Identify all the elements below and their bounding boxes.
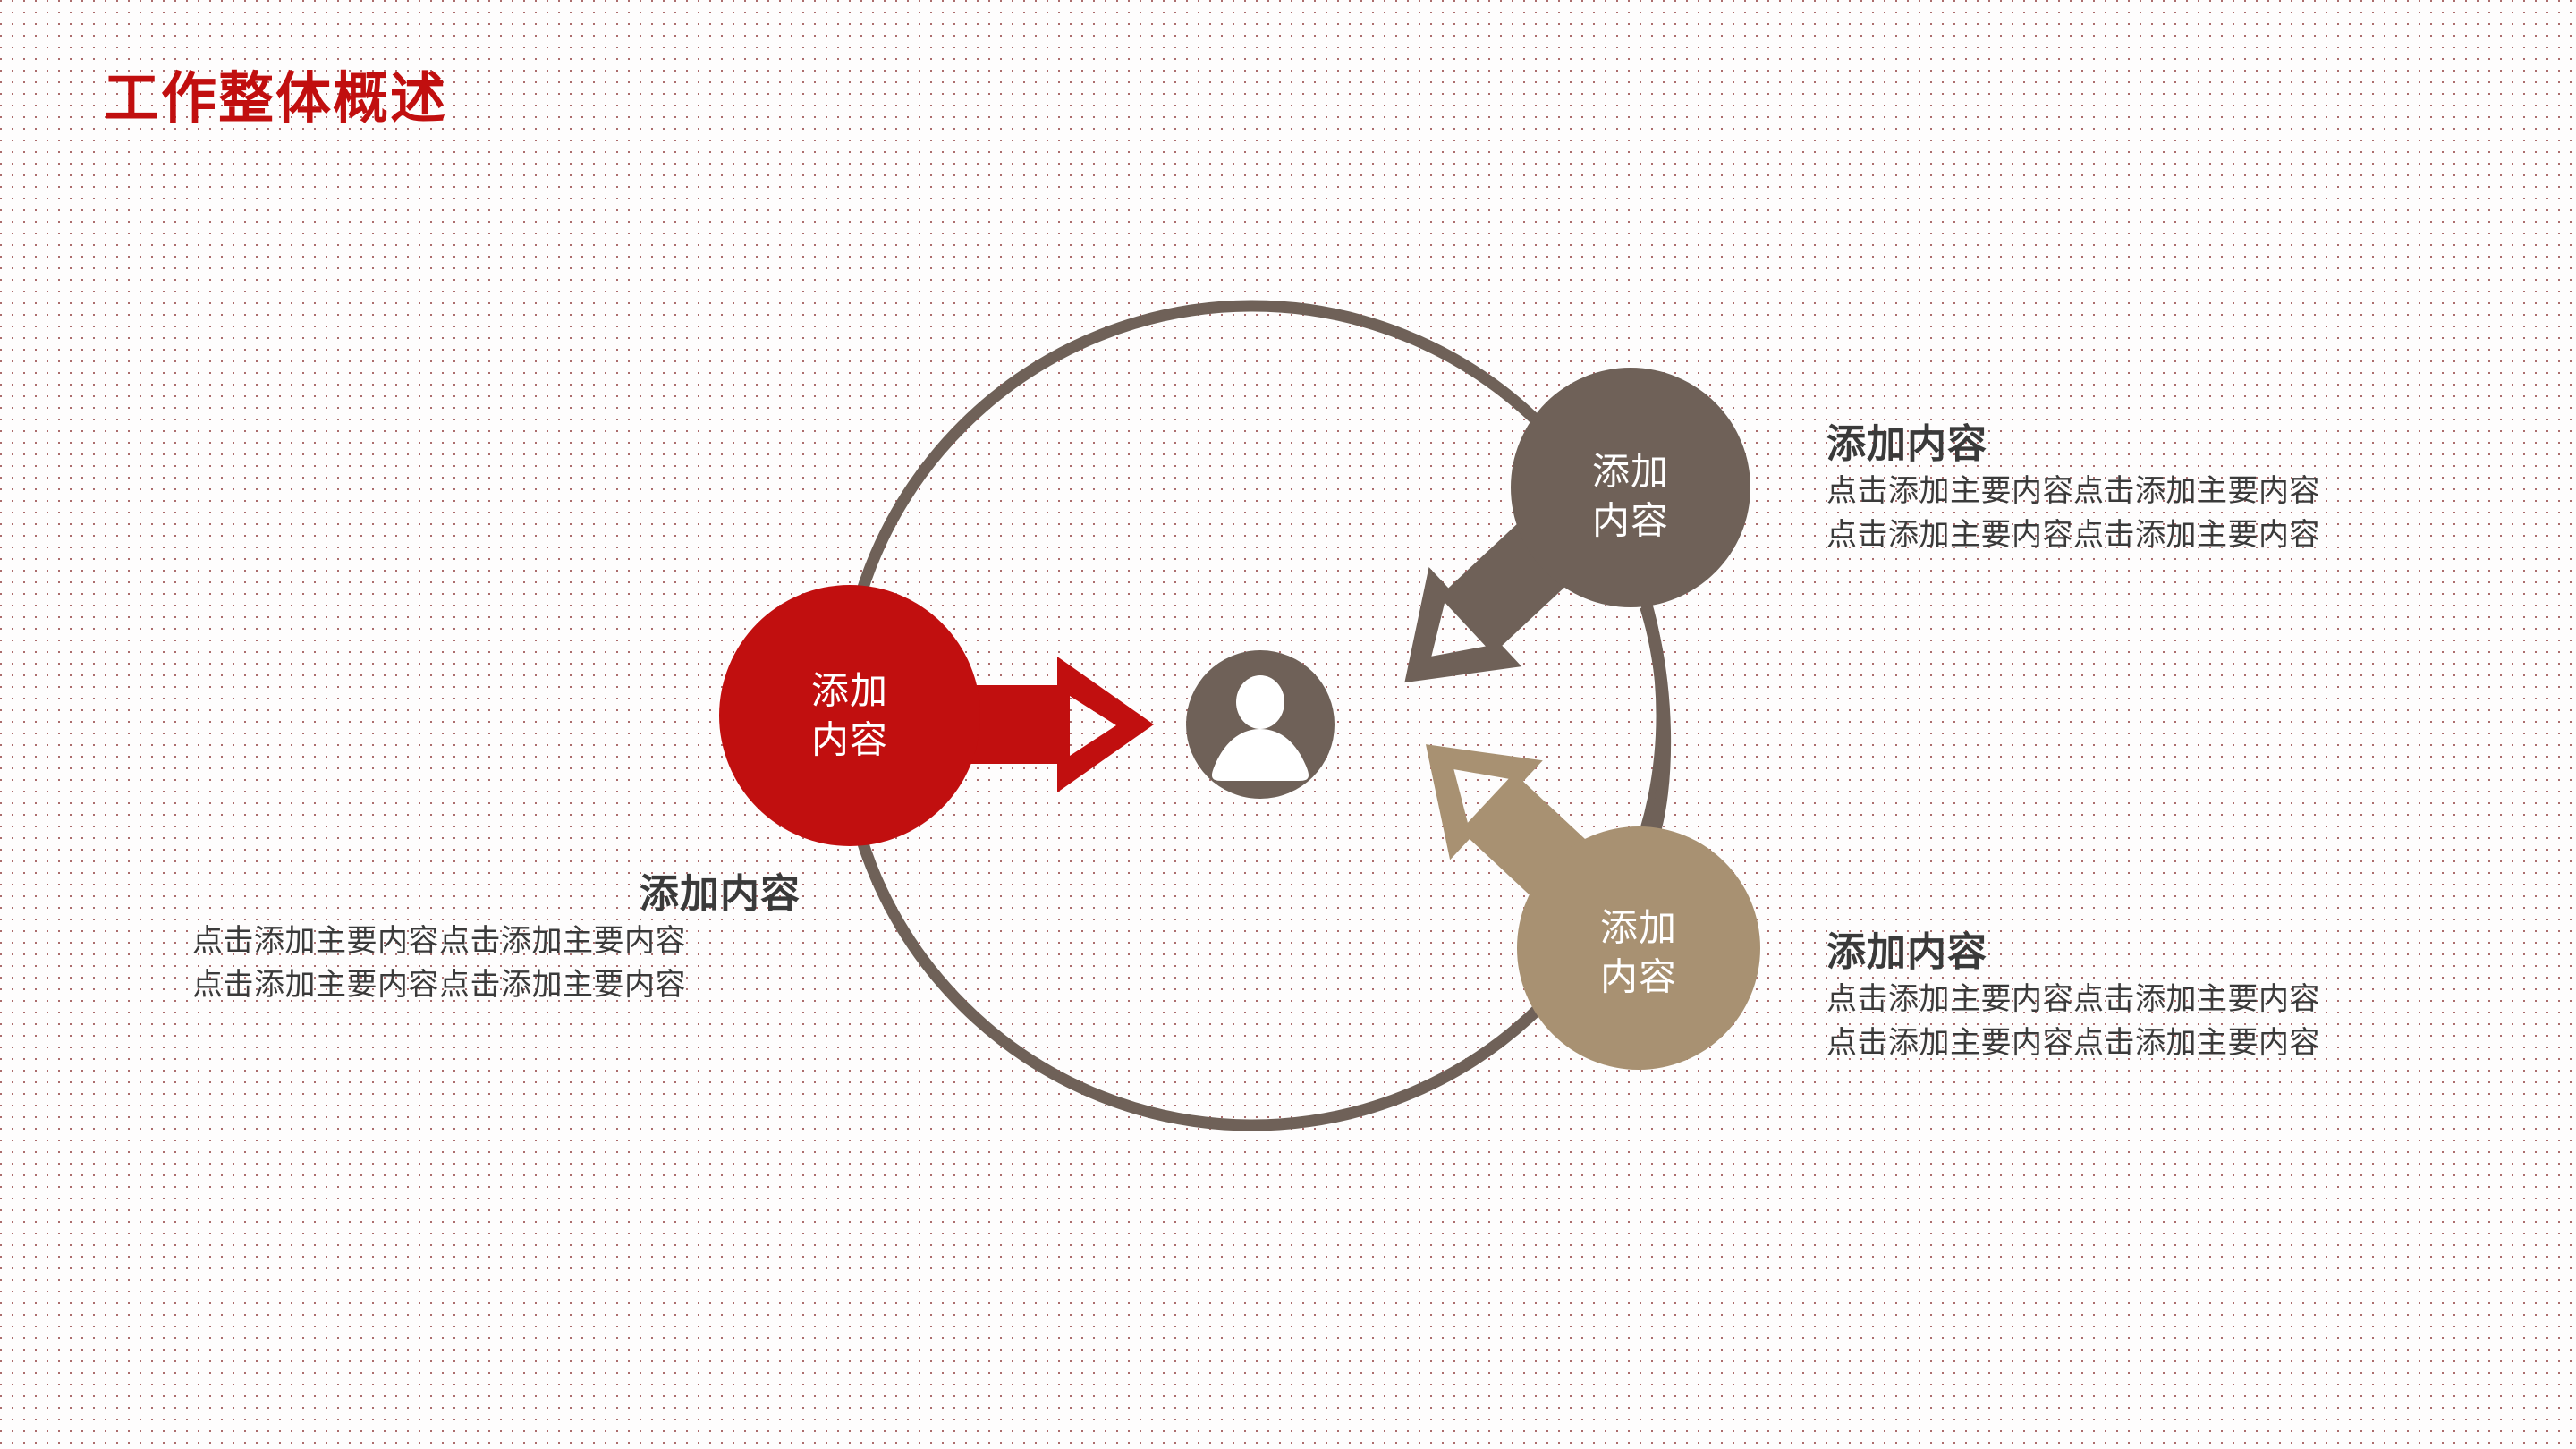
node-circle-red[interactable] — [719, 585, 980, 846]
text-block-heading: 添加内容 — [640, 872, 801, 916]
text-block-body: 点击添加主要内容点击添加主要内容 点击添加主要内容点击添加主要内容 — [1826, 470, 2462, 556]
text-block-line: 点击添加主要内容点击添加主要内容 — [192, 967, 686, 1002]
connector-brown-to-tan — [1640, 604, 1672, 845]
text-block-left: 添加内容 点击添加主要内容点击添加主要内容 点击添加主要内容点击添加主要内容 — [192, 872, 801, 1006]
text-block-heading: 添加内容 — [1826, 422, 1987, 466]
text-block-top-right: 添加内容 点击添加主要内容点击添加主要内容 点击添加主要内容点击添加主要内容 — [1826, 422, 2462, 556]
node-circle-tan[interactable] — [1517, 826, 1760, 1070]
arrow-red — [930, 657, 1154, 792]
text-block-heading: 添加内容 — [1826, 930, 1987, 974]
text-block-line: 点击添加主要内容点击添加主要内容 — [1826, 517, 2320, 552]
person-icon — [1211, 675, 1309, 781]
text-block-line: 点击添加主要内容点击添加主要内容 — [1826, 982, 2320, 1017]
text-block-bottom-right: 添加内容 点击添加主要内容点击添加主要内容 点击添加主要内容点击添加主要内容 — [1826, 930, 2462, 1064]
page-title: 工作整体概述 — [104, 68, 448, 130]
text-block-body: 点击添加主要内容点击添加主要内容 点击添加主要内容点击添加主要内容 — [192, 919, 801, 1006]
text-block-line: 点击添加主要内容点击添加主要内容 — [1826, 474, 2320, 509]
text-block-body: 点击添加主要内容点击添加主要内容 点击添加主要内容点击添加主要内容 — [1826, 978, 2462, 1064]
node-circle-brown[interactable] — [1511, 368, 1750, 607]
text-block-line: 点击添加主要内容点击添加主要内容 — [1826, 1025, 2320, 1060]
text-block-line: 点击添加主要内容点击添加主要内容 — [192, 924, 686, 959]
